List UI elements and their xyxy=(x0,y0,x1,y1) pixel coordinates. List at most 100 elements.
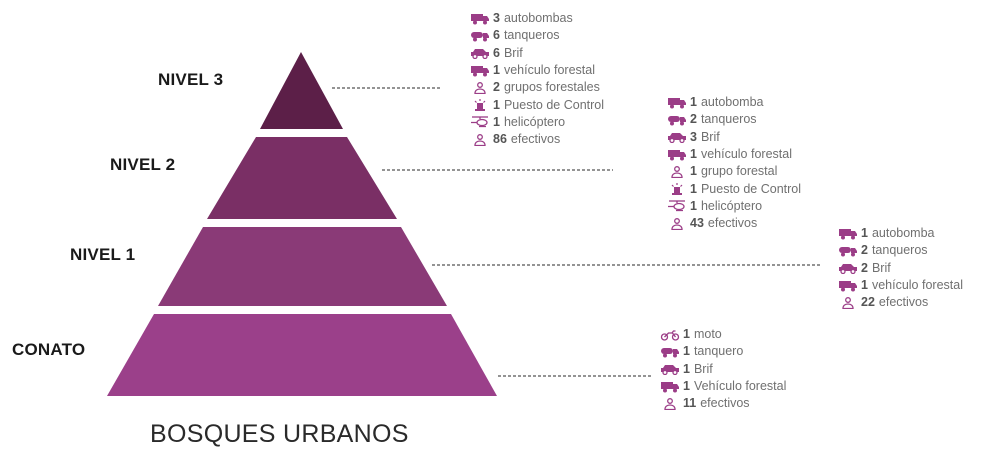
resource-label: grupos forestales xyxy=(503,80,600,95)
resource-label: autobomba xyxy=(871,226,935,241)
resource-quantity: 1 xyxy=(861,226,868,241)
pyramid-tier-nivel-2 xyxy=(207,137,397,219)
resource-label: Puesto de Control xyxy=(700,181,802,196)
resource-quantity: 86 xyxy=(493,132,507,147)
resource-quantity: 1 xyxy=(690,95,697,110)
resource-label: helicóptero xyxy=(700,198,763,213)
resource-quantity: 1 xyxy=(493,97,500,112)
truck-icon xyxy=(470,13,490,25)
resource-label: efectivos xyxy=(707,216,758,231)
resource-quantity: 2 xyxy=(861,260,868,275)
helicopter-icon xyxy=(667,200,687,212)
helicopter-icon xyxy=(470,116,490,128)
resource-label: Vehículo forestal xyxy=(693,379,787,394)
resource-quantity: 2 xyxy=(493,80,500,95)
resource-quantity: 2 xyxy=(861,243,868,258)
pyramid-tier-nivel-1 xyxy=(158,227,447,306)
resource-quantity: 6 xyxy=(493,45,500,60)
resource-label: tanquero xyxy=(693,344,744,359)
car-icon xyxy=(838,262,858,275)
resource-quantity: 1 xyxy=(493,63,500,78)
resource-quantity: 1 xyxy=(493,114,500,129)
resource-quantity: 43 xyxy=(690,216,704,231)
person-icon xyxy=(667,217,687,230)
resource-label: efectivos xyxy=(700,396,750,411)
beacon-icon xyxy=(470,99,490,112)
person-icon xyxy=(667,165,687,178)
resource-quantity: 11 xyxy=(683,396,697,411)
level-label-nivel-3: NIVEL 3 xyxy=(158,70,224,89)
resource-label: tanqueros xyxy=(503,28,560,43)
truck-icon xyxy=(660,381,680,393)
resource-quantity: 1 xyxy=(690,198,697,213)
resource-label: vehículo forestal xyxy=(871,278,963,293)
resource-quantity: 3 xyxy=(493,11,500,26)
truck-icon xyxy=(838,280,858,292)
resource-quantity: 3 xyxy=(690,129,697,144)
resource-quantity: 1 xyxy=(690,164,697,179)
truck-icon xyxy=(667,97,687,109)
person-icon xyxy=(838,296,858,309)
resource-label: grupo forestal xyxy=(700,164,778,179)
tanker-icon xyxy=(470,30,490,42)
truck-icon xyxy=(470,65,490,77)
resource-quantity: 1 xyxy=(861,278,868,293)
resource-quantity: 1 xyxy=(683,361,690,376)
pyramid-tier-nivel-3 xyxy=(260,52,343,129)
resource-label: efectivos xyxy=(878,295,929,310)
tanker-icon xyxy=(838,245,858,257)
resource-quantity: 2 xyxy=(690,112,697,127)
resource-quantity: 1 xyxy=(683,327,690,342)
resource-label: autobombas xyxy=(503,11,573,26)
resource-quantity: 6 xyxy=(493,28,500,43)
person-icon xyxy=(470,133,490,146)
resource-quantity: 1 xyxy=(690,181,697,196)
motorcycle-icon xyxy=(660,329,680,341)
resource-label: moto xyxy=(693,327,722,342)
person-icon xyxy=(660,397,680,410)
car-icon xyxy=(470,47,490,60)
resource-label: vehículo forestal xyxy=(700,147,792,162)
tanker-icon xyxy=(667,114,687,126)
pyramid-tier-conato xyxy=(107,314,497,396)
truck-icon xyxy=(838,228,858,240)
resource-quantity: 22 xyxy=(861,295,875,310)
resource-label: tanqueros xyxy=(700,112,757,127)
resource-label: efectivos xyxy=(510,132,561,147)
resource-quantity: 1 xyxy=(683,344,690,359)
beacon-icon xyxy=(667,183,687,196)
resource-label: autobomba xyxy=(700,95,764,110)
resource-label: helicóptero xyxy=(503,114,566,129)
resource-label: tanqueros xyxy=(871,243,928,258)
person-icon xyxy=(470,81,490,94)
resource-label: Brif xyxy=(871,260,891,275)
car-icon xyxy=(660,363,680,376)
